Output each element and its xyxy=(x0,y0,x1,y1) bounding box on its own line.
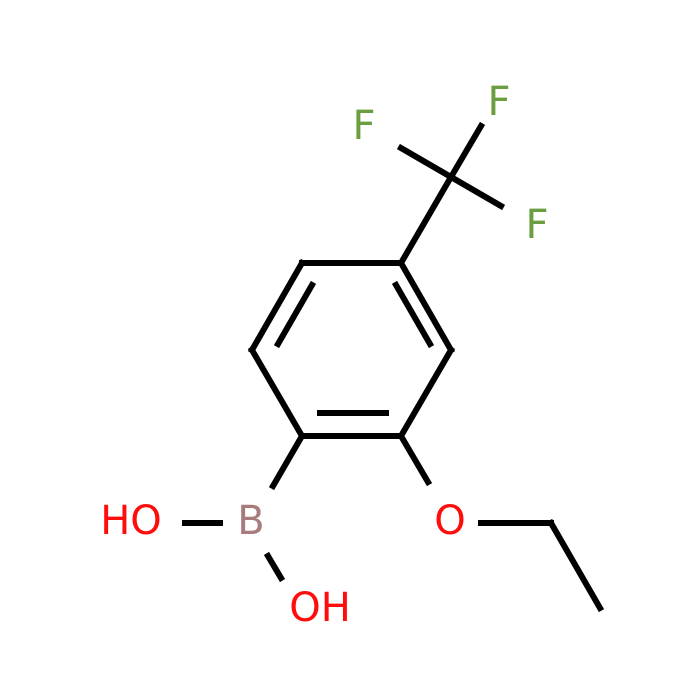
ring-bond-c5-c6 xyxy=(247,345,307,441)
ring-double-bond-right xyxy=(391,280,435,349)
ring-bond-c2-c3 xyxy=(396,258,456,355)
atom-f-left: F xyxy=(352,103,375,149)
atom-oh-left: HO xyxy=(100,498,162,544)
bond-ring-o xyxy=(396,431,433,487)
bond-c-f-left xyxy=(396,143,456,182)
ring-double-bond-top xyxy=(273,280,317,349)
ring-bond-c3-c4 xyxy=(396,345,456,441)
atom-oh-bottom: OH xyxy=(289,585,351,631)
bond-b-oh-bottom xyxy=(263,551,286,583)
atom-f-right: F xyxy=(525,202,548,248)
bonds xyxy=(182,121,605,613)
bond-ring-b xyxy=(268,431,307,491)
bond-c-f-top xyxy=(446,121,486,182)
atom-labels: F F F O B HO OH xyxy=(100,79,548,631)
bond-ring-cf3 xyxy=(396,172,456,268)
atom-b: B xyxy=(237,498,264,544)
ring-bond-c6-c1 xyxy=(247,258,307,355)
atom-f-top: F xyxy=(487,79,510,125)
atom-o-ether: O xyxy=(434,498,465,544)
bond-c-f-right xyxy=(446,172,506,211)
bond-ch2-ch3 xyxy=(546,518,605,613)
